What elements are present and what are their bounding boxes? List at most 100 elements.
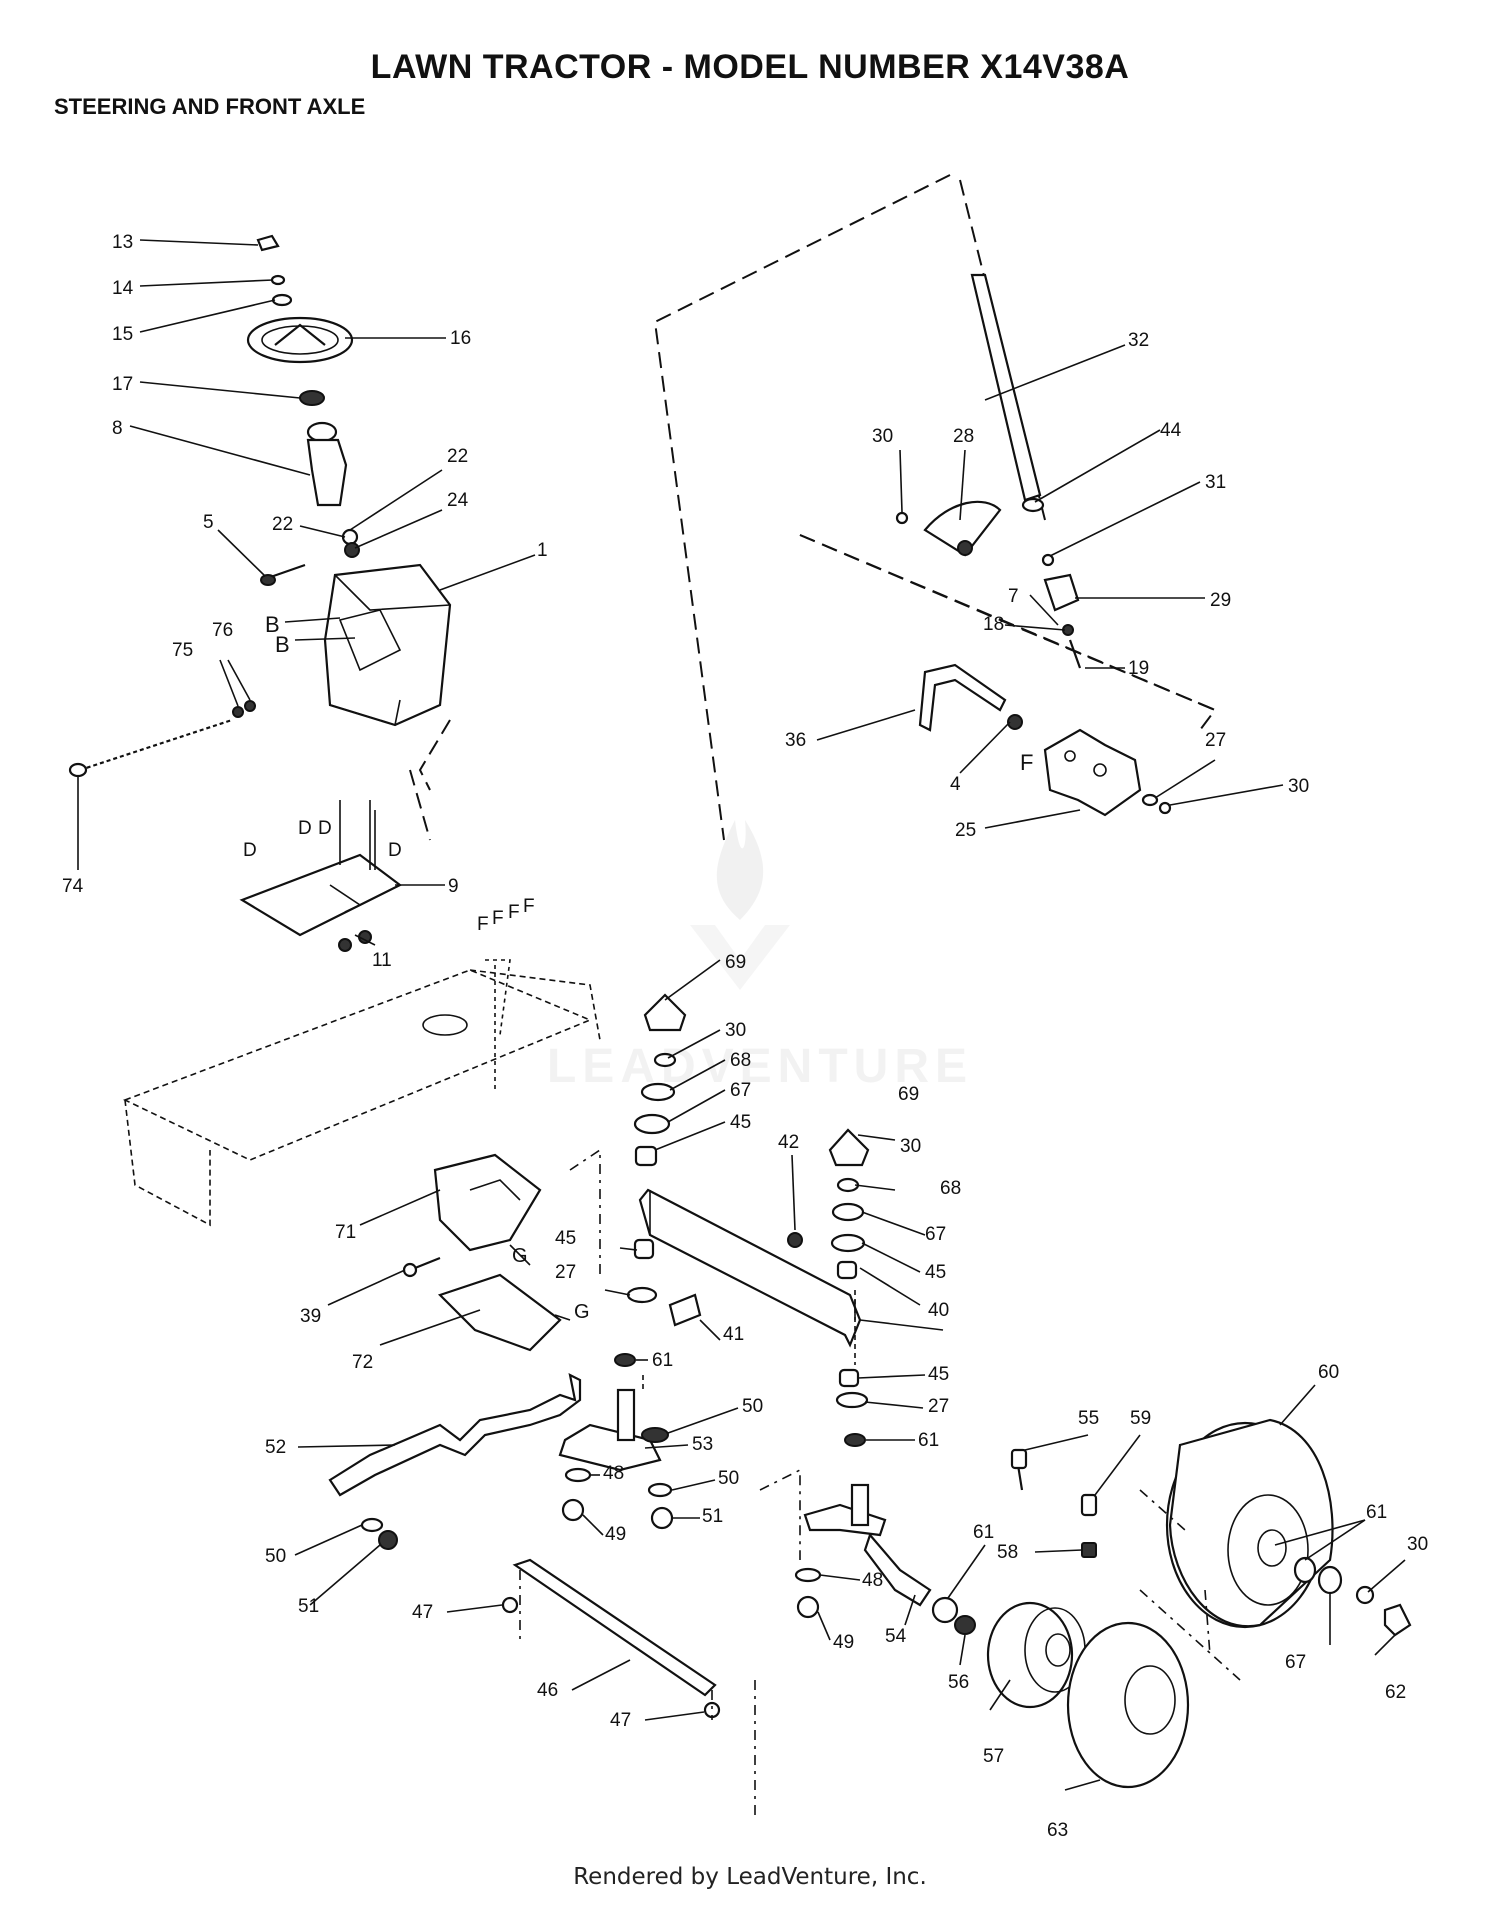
spindle-phantom (754, 1468, 801, 1820)
washer-50c (647, 1482, 673, 1498)
grease-fitting-55 (1016, 1464, 1024, 1491)
callout-18: 18 (983, 614, 1004, 635)
bushing-45b (633, 1238, 655, 1260)
sector-pivot (957, 540, 973, 556)
callout-30b: 30 (1288, 776, 1309, 797)
callout-51b: 51 (298, 1596, 319, 1617)
watermark-text: LEADVENTURE (547, 1040, 973, 1093)
tire-63 (1066, 1621, 1190, 1789)
callout-49a: 49 (605, 1524, 626, 1545)
callout-16: 16 (450, 328, 471, 349)
wheel-phantom-2 (1204, 1589, 1211, 1656)
callout-7: 7 (1008, 586, 1019, 607)
callout-f1: F (477, 914, 489, 935)
callout-61a: 61 (652, 1350, 673, 1371)
callout-62: 62 (1385, 1682, 1406, 1703)
clip-30a (895, 511, 909, 525)
callout-15: 15 (112, 324, 133, 345)
callout-29: 29 (1210, 590, 1231, 611)
leader-lines (77, 239, 1406, 1791)
callout-11: 11 (372, 950, 392, 971)
bracket-hole-a (1093, 763, 1107, 777)
callout-58: 58 (997, 1542, 1018, 1563)
pinion-29 (1043, 573, 1080, 612)
callout-56: 56 (948, 1672, 969, 1693)
washer-14 (270, 274, 286, 286)
washer-67c (1317, 1565, 1343, 1595)
callout-25: 25 (955, 820, 976, 841)
clip-47a (501, 1596, 519, 1614)
callout-57: 57 (983, 1746, 1004, 1767)
sector-gear-28 (923, 500, 1002, 557)
clip-30b (1158, 801, 1172, 815)
bolt-11b (358, 930, 372, 944)
washer-67b (830, 1233, 866, 1253)
console-top-edge (334, 574, 451, 611)
washer-50a (360, 1517, 384, 1533)
steering-arm-36 (918, 663, 1007, 732)
spindle-arm-54 (803, 1503, 887, 1537)
callout-68b: 68 (940, 1178, 961, 1199)
callout-d4: D (388, 840, 402, 861)
washer-61d (1293, 1556, 1317, 1584)
bracket-71 (433, 1153, 542, 1252)
bolt-19 (1068, 639, 1082, 669)
callout-1: 1 (537, 540, 548, 561)
callout-24: 24 (447, 490, 469, 511)
callout-32: 32 (1128, 330, 1149, 351)
bushing-4 (1007, 714, 1023, 730)
washer-67a (633, 1113, 671, 1135)
washer-27c (835, 1391, 869, 1409)
washer-27b (626, 1286, 658, 1304)
bolt-11a (338, 938, 352, 952)
callout-69a: 69 (725, 952, 746, 973)
callout-54: 54 (885, 1626, 907, 1647)
callout-75: 75 (172, 640, 193, 661)
callout-30e: 30 (1407, 1534, 1428, 1555)
callout-45c: 45 (555, 1228, 576, 1249)
callout-61c: 61 (1366, 1502, 1387, 1523)
washer-61b (844, 1433, 866, 1447)
callout-41: 41 (723, 1324, 744, 1345)
steering-phantom-frame (653, 174, 951, 841)
callout-13: 13 (112, 232, 133, 253)
bushing-45a (634, 1145, 658, 1167)
console-phantom-line (409, 719, 451, 841)
washer-22 (341, 528, 359, 546)
callout-55: 55 (1078, 1408, 1099, 1429)
callout-49b: 49 (833, 1632, 854, 1653)
callout-4: 4 (950, 774, 961, 795)
callout-22b: 22 (272, 514, 293, 535)
washer-61a (614, 1353, 636, 1367)
callout-9: 9 (448, 876, 459, 897)
bushing-45d (838, 1368, 860, 1388)
bushing-45c (836, 1260, 858, 1280)
washer-48b (794, 1567, 822, 1583)
axle-beam-40 (638, 1188, 862, 1348)
leadventure-watermark: LEADVENTURE (547, 820, 973, 1093)
callout-53: 53 (692, 1434, 713, 1455)
wheel-assembly (931, 1418, 1412, 1789)
valve-59 (1080, 1493, 1098, 1517)
callout-30c: 30 (725, 1020, 746, 1041)
frame-hole (422, 1014, 468, 1036)
spindle-53-shaft (616, 1388, 636, 1442)
washer-27a (1141, 793, 1159, 807)
callout-47b: 47 (610, 1710, 631, 1731)
callout-27a: 27 (1205, 730, 1226, 751)
nut-49a (561, 1498, 585, 1522)
callout-50b: 50 (718, 1468, 739, 1489)
callout-d1: D (243, 840, 257, 861)
frame-side-left (124, 1099, 211, 1227)
steering-column-cover-8 (306, 438, 348, 507)
clip-47b (703, 1701, 721, 1719)
frame-side-right (469, 969, 601, 1041)
callout-44: 44 (1160, 420, 1182, 441)
wheel-phantom (1139, 1489, 1241, 1681)
wheel-60-rim (1227, 1494, 1309, 1606)
tie-rod-46 (512, 1558, 717, 1697)
callout-40: 40 (928, 1300, 949, 1321)
nut-24 (344, 542, 360, 558)
callout-b1: B (265, 612, 280, 637)
